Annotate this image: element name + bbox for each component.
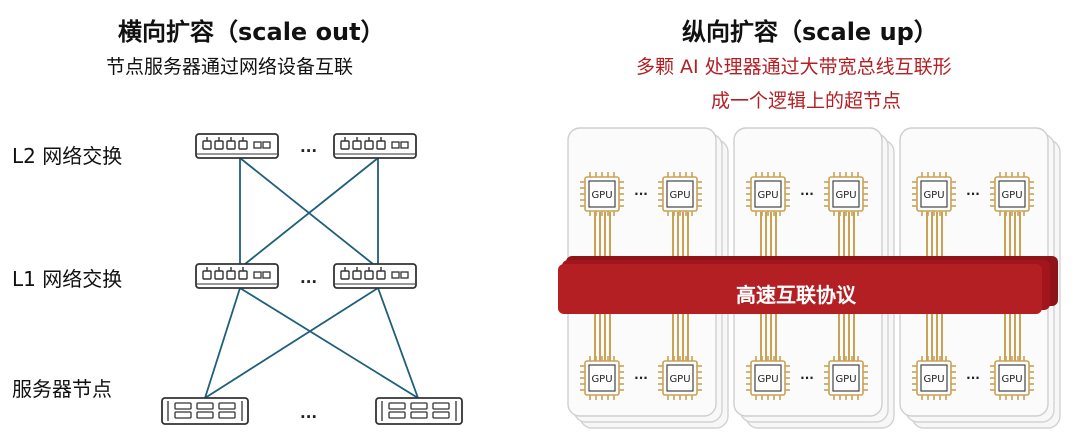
- svg-text:GPU: GPU: [669, 374, 690, 385]
- scale-out-title: 横向扩容（scale out）: [118, 18, 385, 46]
- gpu-chip-icon: GPU: [912, 356, 956, 400]
- ellipsis-text: ···: [800, 187, 814, 201]
- server-icon: [161, 397, 249, 425]
- network-link: [239, 157, 379, 269]
- gpu-chip-icon: GPU: [746, 356, 790, 400]
- svg-text:GPU: GPU: [591, 374, 612, 385]
- svg-text:GPU: GPU: [757, 190, 778, 201]
- server-icon: [375, 397, 463, 425]
- ellipsis-text: ···: [634, 371, 648, 385]
- ellipsis-text: ...: [300, 138, 317, 156]
- l1-switch-icon: [333, 263, 417, 289]
- svg-text:GPU: GPU: [1001, 374, 1022, 385]
- scale-up-title: 纵向扩容（scale up）: [682, 18, 938, 46]
- scale-out-subtitle: 节点服务器通过网络设备互联: [106, 56, 354, 78]
- svg-text:GPU: GPU: [835, 190, 856, 201]
- ellipsis-text: ···: [966, 371, 980, 385]
- l2-switch-icon: [195, 133, 279, 159]
- ellipsis-text: ···: [800, 371, 814, 385]
- network-link: [204, 287, 241, 399]
- ellipsis-text: ···: [634, 187, 648, 201]
- l2-switch-icon: [333, 133, 417, 159]
- scale-up-subtitle-line2: 成一个逻辑上的超节点: [711, 90, 902, 112]
- svg-text:GPU: GPU: [757, 374, 778, 385]
- svg-text:GPU: GPU: [923, 374, 944, 385]
- gpu-chip-icon: GPU: [746, 172, 790, 216]
- ellipsis-text: ...: [300, 404, 317, 422]
- gpu-chip-icon: GPU: [824, 356, 868, 400]
- gpu-chip-icon: GPU: [990, 356, 1034, 400]
- gpu-chip-icon: GPU: [580, 356, 624, 400]
- gpu-chip-icon: GPU: [990, 172, 1034, 216]
- l1-switch-label: L1 网络交换: [12, 267, 123, 291]
- svg-text:GPU: GPU: [923, 190, 944, 201]
- svg-text:GPU: GPU: [669, 190, 690, 201]
- ellipsis-text: ···: [966, 187, 980, 201]
- gpu-chip-icon: GPU: [580, 172, 624, 216]
- high-speed-bus: [558, 256, 1058, 314]
- gpu-chip-icon: GPU: [824, 172, 868, 216]
- gpu-chip-icon: GPU: [658, 356, 702, 400]
- svg-text:GPU: GPU: [1001, 190, 1022, 201]
- scale-up-subtitle-line1: 多颗 AI 处理器通过大带宽总线互联形: [636, 56, 952, 78]
- l2-switch-label: L2 网络交换: [12, 144, 123, 168]
- gpu-chip-icon: GPU: [658, 172, 702, 216]
- ellipsis-text: ...: [300, 269, 317, 287]
- svg-text:GPU: GPU: [835, 374, 856, 385]
- server-node-label: 服务器节点: [12, 377, 112, 401]
- high-speed-interconnect-label: 高速互联协议: [736, 283, 856, 307]
- network-link: [239, 287, 419, 399]
- gpu-chip-icon: GPU: [912, 172, 956, 216]
- l1-switch-icon: [195, 263, 279, 289]
- network-link: [204, 287, 379, 399]
- network-link: [377, 287, 419, 399]
- svg-text:GPU: GPU: [591, 190, 612, 201]
